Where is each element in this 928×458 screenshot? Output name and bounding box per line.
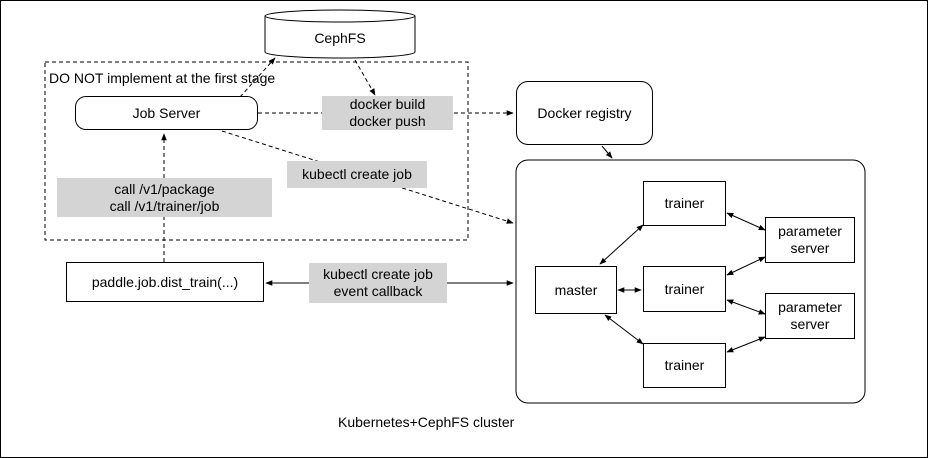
pserver-2-line-2: server [790,316,830,332]
edge-jobserver-cluster [221,130,514,224]
trainer-label-1: trainer [664,195,705,211]
job-server-node: Job Server [75,96,258,130]
dist-train-node: paddle.job.dist_train(...) [66,262,264,302]
cluster-caption: Kubernetes+CephFS cluster [338,414,515,430]
master-label: master [554,281,598,298]
pserver-1-line-1: parameter [778,223,842,239]
docker-build-push-label: docker build docker push [322,96,453,130]
docker-build-text: docker build [349,96,426,112]
edge-trainer2-pserver2 [726,299,766,315]
trainer-node-3: trainer [643,343,726,388]
edge-master-trainer-3 [604,314,644,345]
kubectl-create-job-text: kubectl create job [302,166,412,182]
cephfs-cylinder [264,9,416,59]
edge-trainer2-pserver1 [726,256,766,276]
call-package-text: call /v1/package [114,180,215,197]
dist-train-label: paddle.job.dist_train(...) [91,273,239,290]
event-callback-text: event callback [333,283,423,299]
docker-push-text: docker push [349,113,426,129]
trainer-label-2: trainer [664,280,705,297]
kubectl-create-job-text-2: kubectl create job [323,266,433,282]
kubectl-event-label: kubectl create job event callback [309,263,447,303]
first-stage-note: DO NOT implement at the first stage [49,70,276,86]
edge-master-trainer-1 [599,224,644,265]
cephfs-label: CephFS [314,30,366,46]
pserver-2-line-1: parameter [778,299,842,315]
edge-trainer3-pserver2 [726,336,766,353]
master-node: master [535,266,617,314]
trainer-node-1: trainer [643,181,726,226]
edge-jobserver-cephfs [239,57,276,98]
docker-registry-node: Docker registry [516,81,653,145]
docker-registry-label: Docker registry [537,104,632,121]
pserver-node-2: parameter server [765,293,855,339]
first-stage-region [44,61,469,241]
kubectl-create-job-label: kubectl create job [287,161,427,188]
job-server-label: Job Server [132,104,201,121]
api-calls-label: call /v1/package call /v1/trainer/job [57,178,272,217]
cluster-region [515,159,866,404]
edge-registry-cluster [601,145,613,159]
edge-trainer1-pserver1 [726,212,766,231]
trainer-node-2: trainer [643,266,726,312]
trainer-label-3: trainer [664,357,705,373]
pserver-1-line-2: server [790,240,830,256]
edge-cephfs-docker [354,59,376,96]
call-trainer-job-text: call /v1/trainer/job [109,197,220,214]
pserver-node-1: parameter server [765,217,855,263]
